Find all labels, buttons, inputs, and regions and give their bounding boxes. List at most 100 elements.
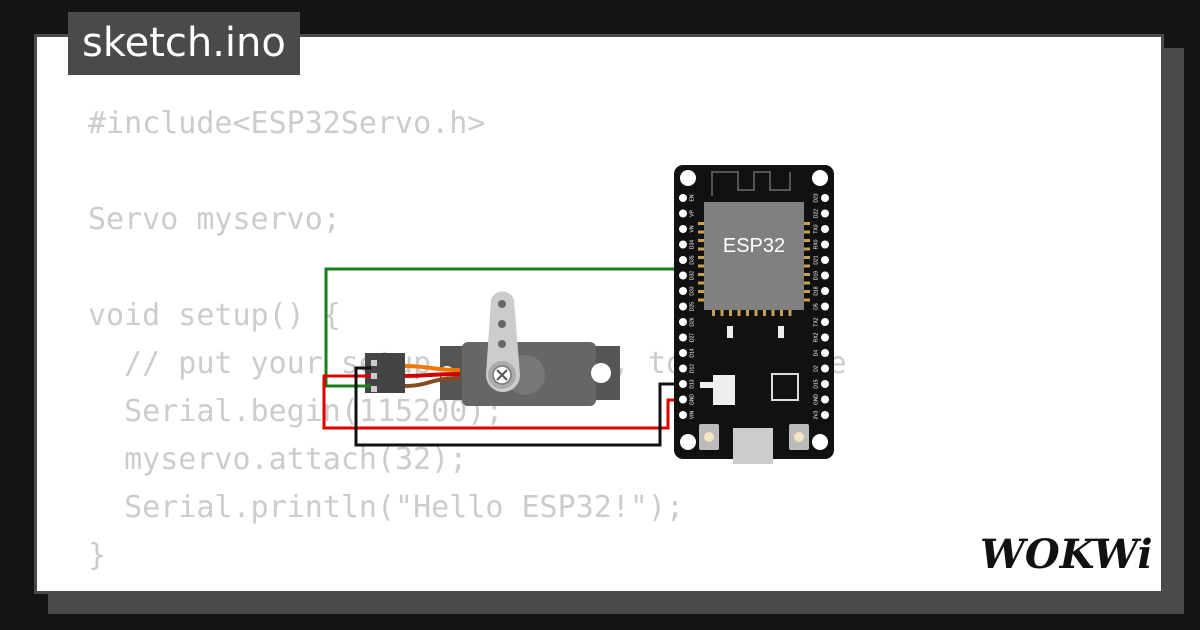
pin-header[interactable] (679, 287, 687, 295)
module-pad (698, 256, 706, 259)
pin-label: D33 (689, 286, 695, 295)
pin-header[interactable] (821, 194, 829, 202)
wire-ground[interactable] (354, 366, 686, 447)
module-pad (737, 308, 741, 316)
pin-header[interactable] (679, 395, 687, 404)
servo-motor[interactable] (440, 291, 620, 406)
pin-header[interactable] (679, 380, 687, 388)
pin-label: D19 (813, 271, 819, 280)
pin-header[interactable] (679, 411, 687, 419)
pin-header[interactable] (679, 349, 687, 357)
code-line: myservo.attach(32); (88, 442, 468, 477)
module-pad (698, 273, 706, 276)
pin-label: D4 (813, 350, 819, 357)
pin-label: TX2 (813, 317, 819, 326)
module-pad (712, 308, 715, 316)
wire-signal-d32[interactable] (324, 267, 686, 388)
pin-header[interactable] (679, 271, 687, 280)
module-pad (802, 230, 810, 234)
module-pad (698, 230, 706, 234)
code-line: #include<ESP32Servo.h> (88, 106, 486, 141)
module-pad (802, 290, 810, 293)
pin-header[interactable] (821, 380, 829, 388)
code-line: } (88, 538, 107, 573)
pin-header[interactable] (821, 271, 829, 280)
svg-text:WOKWi: WOKWi (980, 531, 1152, 578)
pin-label: VIN (689, 410, 695, 419)
pin-header[interactable] (679, 240, 687, 249)
code-line: Serial.println("Hello ESP32!"); (88, 490, 685, 525)
module-pad (780, 308, 783, 316)
module-pad (698, 298, 706, 302)
voltage-regulator (713, 375, 735, 405)
mount-hole (591, 363, 611, 383)
esp32-board[interactable]: ESP32 ENVPVND34D35D32D33D25D26D27D14D12D… (674, 165, 834, 464)
module-pad (729, 308, 732, 316)
module-pad (720, 308, 724, 316)
pin-label: TX0 (813, 224, 819, 233)
pin-header[interactable] (821, 349, 829, 357)
pin-label: GND (689, 394, 695, 406)
servo-ground-lead (403, 376, 461, 388)
pin-label: GND (813, 394, 819, 406)
esp32-module (704, 202, 804, 310)
usb-uart-chip (771, 373, 799, 401)
pin-header[interactable] (821, 364, 829, 373)
pin-label: VN (689, 225, 695, 232)
module-pad (802, 256, 810, 259)
pin-label: D15 (813, 379, 819, 388)
module-pad (802, 281, 810, 285)
chip-label: ESP32 (723, 235, 785, 257)
module-pad (698, 239, 706, 242)
module-pads (698, 222, 810, 316)
pin-label: RX0 (813, 239, 819, 249)
pin-header[interactable] (821, 411, 829, 419)
pin-header[interactable] (821, 209, 829, 218)
pin-label: 3V3 (813, 410, 819, 419)
usb-port (733, 428, 773, 464)
pin-label: D27 (689, 333, 695, 342)
file-name-tab: sketch.ino (68, 12, 300, 75)
pin-label: D32 (689, 271, 695, 280)
pin-header[interactable] (821, 395, 829, 404)
pin-header[interactable] (679, 333, 687, 342)
module-pad (754, 308, 758, 316)
pin-header[interactable] (821, 287, 829, 295)
module-pad (698, 264, 706, 268)
module-pad (763, 308, 766, 316)
board-pins: ENVPVND34D35D32D33D25D26D27D14D12D13GNDV… (679, 193, 829, 419)
pin-label: VP (689, 210, 695, 217)
pin-header[interactable] (679, 302, 687, 311)
servo-power-lead (403, 372, 461, 378)
pin-header[interactable] (821, 302, 829, 311)
pin-header[interactable] (821, 333, 829, 342)
module-pad (802, 298, 810, 302)
module-pad (746, 308, 749, 316)
pin-header[interactable] (679, 256, 687, 264)
pin-label: D23 (813, 193, 819, 202)
pin-label: D5 (813, 303, 819, 310)
servo-connector[interactable] (365, 353, 405, 393)
pin-header[interactable] (679, 364, 687, 373)
pin-header[interactable] (679, 225, 687, 233)
pin-label: D26 (689, 317, 695, 326)
pin-label: D35 (689, 255, 695, 264)
module-pad (771, 308, 775, 316)
antenna-trace (711, 171, 791, 196)
pin-header[interactable] (821, 240, 829, 249)
pin-header[interactable] (679, 194, 687, 202)
pin-label: D25 (689, 302, 695, 311)
module-pad (802, 239, 810, 242)
pin-header[interactable] (821, 256, 829, 264)
pin-label: EN (689, 194, 695, 201)
pin-label: D18 (813, 286, 819, 295)
pin-header[interactable] (679, 209, 687, 218)
pin-header[interactable] (821, 225, 829, 233)
module-pad (788, 308, 792, 316)
pin-label: RX2 (813, 332, 819, 342)
pin-header[interactable] (679, 318, 687, 326)
pin-header[interactable] (821, 318, 829, 326)
pin-label: D13 (689, 379, 695, 388)
wire-power-vin[interactable] (322, 374, 686, 430)
